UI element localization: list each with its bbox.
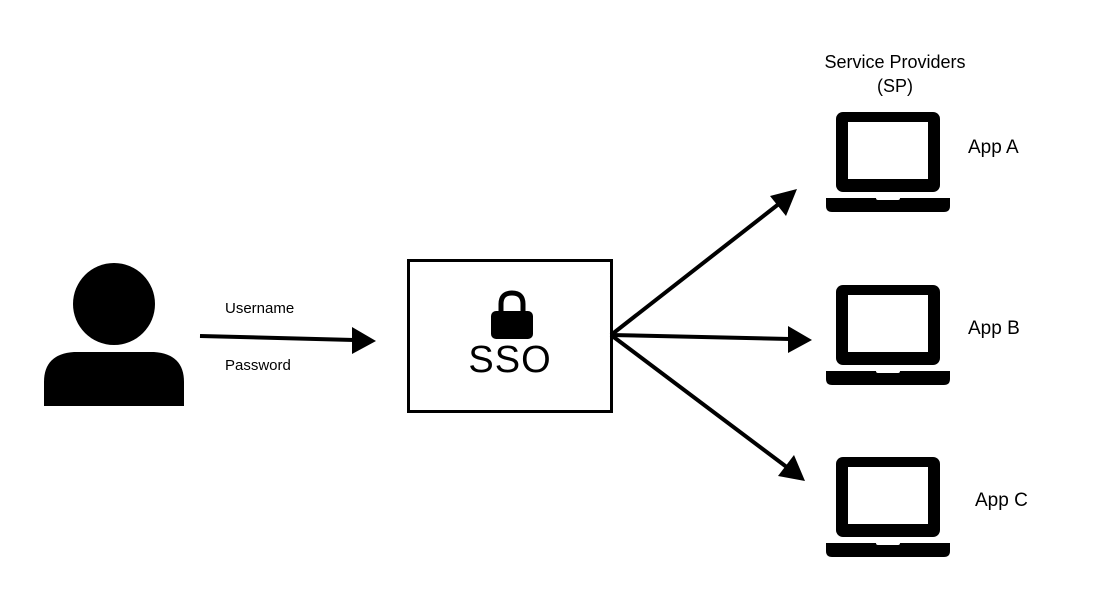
username-label: Username <box>225 300 295 317</box>
arrow-sso-to-app-c <box>609 333 805 481</box>
service-providers-abbrev: (SP) <box>877 76 913 96</box>
laptop-icon <box>826 112 950 212</box>
service-providers-title: Service Providers <box>824 52 966 72</box>
laptop-icon <box>826 285 950 385</box>
sso-box: SSO <box>407 259 613 413</box>
arrow-sso-to-app-a <box>609 189 797 337</box>
service-providers-heading: Service Providers (SP) <box>795 50 995 98</box>
laptop-icon <box>826 457 950 557</box>
app-c-label: App C <box>975 490 1028 511</box>
arrow-sso-to-app-b <box>610 326 812 353</box>
arrow-user-to-sso <box>199 327 376 354</box>
password-label: Password <box>225 357 291 374</box>
user-icon <box>44 263 184 406</box>
lock-icon <box>491 290 533 339</box>
sso-label: SSO <box>468 339 552 381</box>
app-a-label: App A <box>968 137 1019 158</box>
app-b-label: App B <box>968 318 1020 339</box>
